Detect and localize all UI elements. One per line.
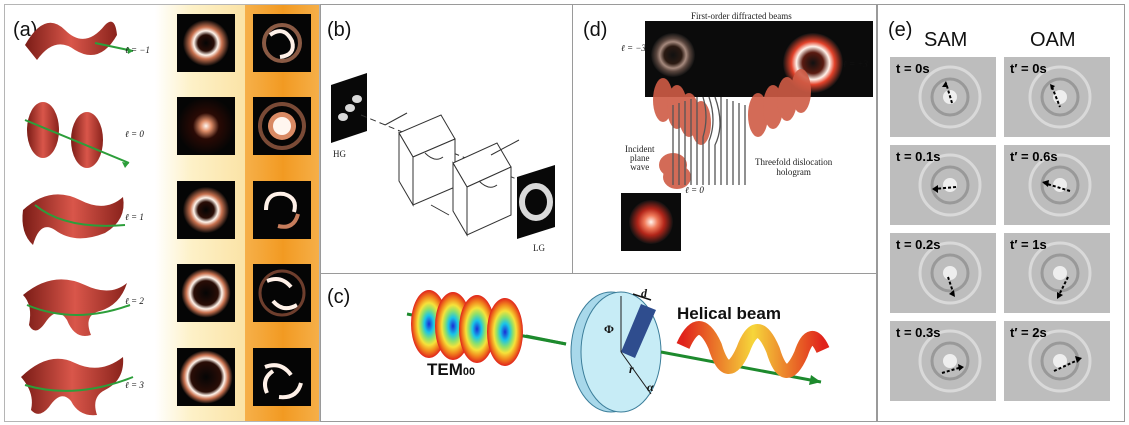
intensity-images — [177, 14, 311, 406]
sam-tile-4: t = 0.3s — [890, 321, 996, 401]
hologram-line-1: Threefold dislocation — [755, 157, 833, 167]
oam-time-1: t′ = 0s — [1010, 61, 1047, 76]
helix-illustrations — [21, 21, 134, 416]
oam-tile-3-graphic — [1028, 241, 1092, 305]
helical-beam-label: Helical beam — [677, 304, 781, 323]
tem-label: TEM00 — [427, 360, 475, 380]
ell-plus-3-label: ℓ = +3 — [843, 59, 868, 69]
sam-time-2: t = 0.1s — [896, 149, 941, 164]
oam-column-header: OAM — [1030, 29, 1076, 51]
sam-tile-2-graphic — [918, 153, 982, 217]
panel-e: (e) SAM OAM t = 0s t = 0.1s t = 0.2s t =… — [877, 4, 1125, 422]
ell-label-row-3: ℓ = 1 — [125, 212, 144, 222]
incident-line-2: plane — [630, 153, 650, 163]
ell-label-row-5: ℓ = 3 — [125, 380, 144, 390]
sam-time-3: t = 0.2s — [896, 237, 941, 252]
sam-tile-3-graphic — [918, 241, 982, 305]
oam-time-3: t′ = 1s — [1010, 237, 1047, 252]
hologram-line-2: hologram — [776, 167, 811, 177]
symbol-alpha: α — [647, 380, 654, 394]
oam-tile-1-graphic — [1028, 65, 1092, 129]
hologram-label: Threefold dislocation hologram — [755, 157, 832, 177]
sam-tile-1-graphic — [918, 65, 982, 129]
lg-label: LG — [533, 243, 545, 253]
sam-time-4: t = 0.3s — [896, 325, 941, 340]
helix-row-3 — [22, 194, 126, 245]
oam-time-4: t′ = 2s — [1010, 325, 1047, 340]
helix-row-5 — [21, 357, 134, 416]
oam-tile-4: t′ = 2s — [1004, 321, 1110, 401]
oam-time-2: t′ = 0.6s — [1010, 149, 1058, 164]
sam-tile-3: t = 0.2s — [890, 233, 996, 313]
hg-label: HG — [333, 149, 346, 159]
tem-label-sub: 00 — [462, 366, 476, 378]
helix-row-4 — [23, 279, 131, 336]
panel-e-label: (e) — [888, 19, 913, 41]
symbol-phi: Φ — [604, 322, 614, 336]
tem-label-main: TEM — [427, 360, 463, 379]
diffracted-beams-title: First-order diffracted beams — [691, 11, 792, 21]
sam-tile-1: t = 0s — [890, 57, 996, 137]
oam-tile-3: t′ = 1s — [1004, 233, 1110, 313]
panel-a: (a) — [4, 4, 320, 422]
helix-row-1 — [25, 21, 134, 61]
oam-tile-1: t′ = 0s — [1004, 57, 1110, 137]
sam-time-1: t = 0s — [896, 61, 930, 76]
ell-label-row-2: ℓ = 0 — [125, 129, 144, 139]
sam-tile-4-graphic — [918, 329, 982, 393]
panel-b: (b) HG LG — [320, 4, 573, 274]
ell-zero-label: ℓ = 0 — [685, 185, 704, 195]
oam-tile-2-graphic — [1028, 153, 1092, 217]
symbol-r: r — [629, 362, 634, 376]
ell-label-row-1: ℓ = −1 — [125, 45, 150, 55]
incident-line-1: Incident — [625, 144, 655, 154]
sam-column-header: SAM — [924, 29, 968, 51]
helix-row-2 — [24, 102, 130, 168]
ell-minus-3-label: ℓ = −3 — [621, 43, 646, 53]
panel-d-label: (d) — [583, 19, 608, 41]
mode-converter-diagram — [331, 73, 555, 239]
oam-tile-2: t′ = 0.6s — [1004, 145, 1110, 225]
symbol-d: d — [641, 286, 647, 300]
hologram-diagram — [621, 21, 873, 251]
panel-b-label: (b) — [327, 19, 352, 41]
spiral-phase-plate-diagram — [406, 290, 830, 413]
oam-tile-4-graphic — [1028, 329, 1092, 393]
ell-label-row-4: ℓ = 2 — [125, 296, 144, 306]
sam-tile-2: t = 0.1s — [890, 145, 996, 225]
incident-wave-label: Incident plane wave — [625, 145, 655, 172]
panel-c-label: (c) — [327, 286, 351, 308]
incident-line-3: wave — [630, 162, 650, 172]
panel-c: (c) TEM00 Helical beam d Φ r α — [320, 273, 877, 422]
panel-d: (d) — [572, 4, 877, 274]
